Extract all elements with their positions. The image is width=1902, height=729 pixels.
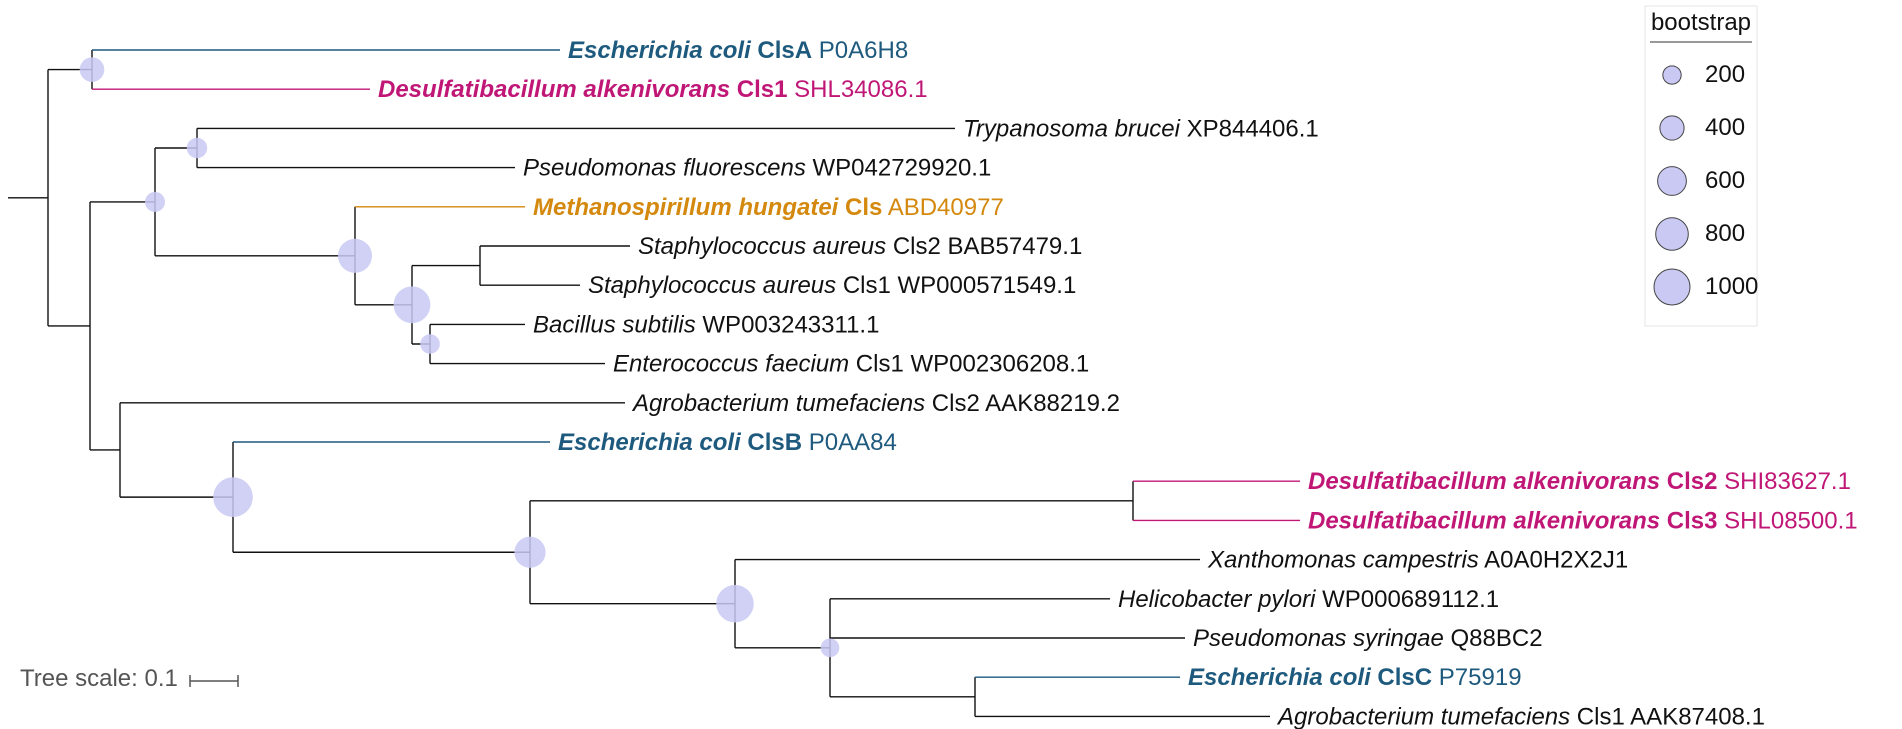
leaf-gene: ClsB (741, 429, 802, 456)
leaf-label-ecoli_clsB: Escherichia coli ClsB P0AA84 (558, 429, 897, 456)
leaf-species: Methanospirillum hungatei (533, 194, 840, 221)
bootstrap-bubble (337, 238, 373, 273)
leaf-accession: Q88BC2 (1444, 625, 1543, 652)
leaf-label-xcamp: Xanthomonas campestris A0A0H2X2J1 (1207, 547, 1628, 574)
legend-bubble (1659, 115, 1685, 141)
leaf-label-dalk_cls3: Desulfatibacillum alkenivorans Cls3 SHL0… (1308, 507, 1858, 534)
leaf-species: Xanthomonas campestris (1207, 547, 1479, 574)
legend-label: 200 (1705, 61, 1745, 88)
legend-label: 800 (1705, 220, 1745, 247)
leaf-label-ecoli_clsC: Escherichia coli ClsC P75919 (1188, 664, 1522, 691)
tree-scale: Tree scale: 0.1 (20, 665, 239, 692)
tree-scale-label: Tree scale: 0.1 (20, 665, 178, 692)
leaf-gene: Cls1 (730, 76, 787, 103)
leaf-label-hpyl: Helicobacter pylori WP000689112.1 (1118, 586, 1499, 613)
leaf-species: Enterococcus faecium (613, 351, 849, 378)
leaf-accession: AAK87408.1 (1625, 703, 1765, 729)
bootstrap-bubble (420, 334, 440, 354)
leaf-label-atum_cls1: Agrobacterium tumefaciens Cls1 AAK87408.… (1276, 703, 1765, 729)
leaf-accession: P75919 (1432, 664, 1521, 691)
bootstrap-bubble (144, 191, 166, 212)
leaf-species: Desulfatibacillum alkenivorans (378, 76, 730, 103)
leaf-label-ecoli_clsA: Escherichia coli ClsA P0A6H8 (568, 37, 908, 64)
leaf-label-psyr: Pseudomonas syringae Q88BC2 (1193, 625, 1543, 652)
leaf-accession: A0A0H2X2J1 (1479, 547, 1628, 574)
legend-box (1644, 5, 1758, 327)
leaf-accession: SHL34086.1 (788, 76, 928, 103)
leaf-accession: XP844406.1 (1180, 115, 1319, 142)
leaf-gene: Cls1 (836, 272, 891, 299)
leaf-accession: P0AA84 (802, 429, 897, 456)
leaf-gene: ClsA (751, 37, 812, 64)
leaf-label-saur_cls2: Staphylococcus aureus Cls2 BAB57479.1 (638, 233, 1082, 260)
leaf-accession: WP000689112.1 (1315, 586, 1499, 613)
leaf-species: Pseudomonas fluorescens (523, 155, 806, 182)
leaf-species: Staphylococcus aureus (588, 272, 836, 299)
leaf-gene: Cls1 (849, 351, 904, 378)
leaf-species: Bacillus subtilis (533, 311, 696, 338)
bootstrap-bubble (186, 137, 208, 159)
leaf-species: Trypanosoma brucei (963, 115, 1181, 142)
leaf-gene: Cls2 (886, 233, 941, 260)
leaf-label-mhung: Methanospirillum hungatei Cls ABD40977 (533, 194, 1004, 221)
leaf-gene: Cls2 (1660, 468, 1717, 495)
bootstrap-bubble (79, 57, 105, 82)
leaf-label-atum_cls2: Agrobacterium tumefaciens Cls2 AAK88219.… (631, 390, 1120, 417)
legend-bubble (1653, 268, 1691, 306)
legend-bubble (1657, 166, 1687, 196)
leaf-gene: ClsC (1371, 664, 1432, 691)
bootstrap-bubbles (79, 57, 840, 658)
leaf-gene: Cls2 (925, 390, 980, 417)
leaf-species: Agrobacterium tumefaciens (631, 390, 925, 417)
leaf-accession: P0A6H8 (812, 37, 908, 64)
leaf-label-dalk_cls2: Desulfatibacillum alkenivorans Cls2 SHI8… (1308, 468, 1851, 495)
bootstrap-bubble (393, 286, 431, 324)
leaf-label-efaec: Enterococcus faecium Cls1 WP002306208.1 (613, 351, 1089, 378)
leaf-label-bsub: Bacillus subtilis WP003243311.1 (533, 311, 879, 338)
legend-bubble (1662, 65, 1682, 85)
leaf-accession: WP002306208.1 (904, 351, 1089, 378)
leaf-species: Desulfatibacillum alkenivorans (1308, 468, 1660, 495)
legend-label: 600 (1705, 167, 1745, 194)
leaf-species: Escherichia coli (558, 429, 742, 456)
leaf-accession: BAB57479.1 (941, 233, 1082, 260)
legend-title: bootstrap (1651, 9, 1751, 36)
leaf-accession: WP042729920.1 (806, 155, 991, 182)
leaf-species: Helicobacter pylori (1118, 586, 1316, 613)
leaf-label-tbrucei: Trypanosoma brucei XP844406.1 (963, 115, 1319, 142)
leaf-accession: SHI83627.1 (1718, 468, 1851, 495)
leaf-gene: Cls3 (1660, 507, 1717, 534)
leaf-label-dalk_cls1: Desulfatibacillum alkenivorans Cls1 SHL3… (378, 76, 928, 103)
leaf-species: Desulfatibacillum alkenivorans (1308, 507, 1660, 534)
leaf-accession: SHL08500.1 (1718, 507, 1858, 534)
bootstrap-bubble (716, 584, 754, 623)
leaf-gene: Cls (838, 194, 882, 221)
bootstrap-bubble (514, 536, 546, 568)
leaf-accession: ABD40977 (882, 194, 1003, 221)
legend-bubble (1655, 217, 1689, 251)
leaf-accession: AAK88219.2 (980, 390, 1120, 417)
leaf-species: Staphylococcus aureus (638, 233, 886, 260)
legend-label: 1000 (1705, 273, 1758, 300)
leaf-labels: Escherichia coli ClsA P0A6H8Desulfatibac… (378, 37, 1858, 729)
leaf-label-saur_cls1: Staphylococcus aureus Cls1 WP000571549.1 (588, 272, 1076, 299)
leaf-species: Agrobacterium tumefaciens (1276, 703, 1570, 729)
leaf-species: Escherichia coli (568, 37, 752, 64)
leaf-gene: Cls1 (1570, 703, 1625, 729)
legend-label: 400 (1705, 114, 1745, 141)
leaf-accession: WP000571549.1 (891, 272, 1076, 299)
tree-branches (8, 49, 1300, 718)
leaf-species: Escherichia coli (1188, 664, 1372, 691)
bootstrap-bubble (213, 477, 253, 517)
legend-items: 200 400 600 800 1000 (1653, 61, 1758, 306)
leaf-accession: WP003243311.1 (696, 311, 880, 338)
bootstrap-bubble (820, 638, 840, 658)
leaf-label-pfluor: Pseudomonas fluorescens WP042729920.1 (523, 155, 991, 182)
bootstrap-legend: bootstrap 200 400 600 800 1000 (1644, 5, 1758, 327)
leaf-species: Pseudomonas syringae (1193, 625, 1444, 652)
